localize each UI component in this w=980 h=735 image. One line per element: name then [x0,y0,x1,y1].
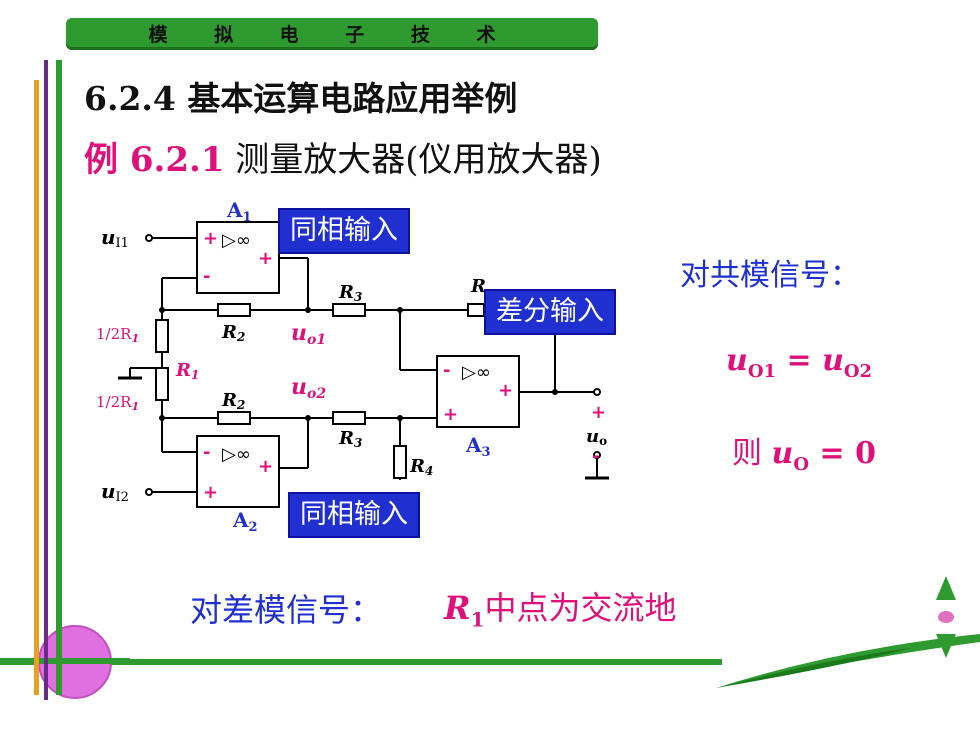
opamp-a3-out-plus: + [498,380,513,401]
circuit-diagram: + ▷∞ + - - ▷∞ + + - ▷∞ + + + - A1 A2 A3 … [96,198,609,535]
opamp-a1-minus: - [203,266,210,287]
resistor-r3-bottom [332,411,366,425]
left-purple-line [44,60,48,700]
opamp-a3-symbol: ▷∞ [462,362,491,383]
output-plus-sign: + [591,402,606,423]
callout-top-input: 同相输入 [278,208,410,254]
common-mode-eq2: 则 uO = 0 [732,436,876,475]
label-r1-half-bottom: 1/2R1 [96,393,139,413]
opamp-a3-minus: - [443,360,450,381]
bottom-left-decoration [0,600,130,699]
label-a3: A3 [465,433,491,460]
diff-mode-text: R1中点为交流地 [444,589,677,632]
callout-bottom-input: 同相输入 [288,492,420,538]
resistor-r1-half-bottom [155,367,169,401]
common-mode-eq1: uO1 = uO2 [726,343,873,382]
example-title: 例 6.2.1 测量放大器(仪用放大器) [84,132,602,181]
callout-diff-input: 差分输入 [484,289,616,335]
example-label: 例 6.2.1 [84,140,225,180]
label-a1: A1 [226,198,252,225]
resistor-r4 [393,445,407,479]
resistor-r2-bottom [217,411,251,425]
label-ui2: uI2 [101,479,129,505]
bottom-divider [0,659,722,665]
input-ui1-terminal [145,234,153,242]
label-uo2: uo2 [291,374,326,402]
input-ui2-terminal [145,488,153,496]
diff-mode-heading: 对差模信号： [190,591,383,629]
resistor-r1-half-top [155,319,169,353]
resistor-r4-top [467,303,485,317]
label-r4-top-partial: R [470,276,486,297]
label-r3-bottom: R3 [338,428,362,450]
nav-arrows [936,576,956,658]
page-title: 6.2.4 基本运算电路应用举例 [84,79,518,118]
label-r2-top: R2 [221,322,245,344]
label-a2: A2 [232,508,258,535]
opamp-a2-symbol: ▷∞ [222,444,251,465]
opamp-a2 [196,435,280,508]
output-ground-terminal [593,451,601,459]
header-bar [66,18,598,50]
output-uo-terminal [593,388,601,396]
left-green-line [56,60,62,680]
opamp-a1-out-plus: + [258,248,273,269]
label-r1-half-top: 1/2R1 [96,325,139,345]
opamp-a2-out-plus: + [258,456,273,477]
opamp-a3-plus: + [443,404,458,425]
label-r3-top: R3 [338,282,362,304]
label-uo1: uo1 [291,320,326,348]
opamp-a1-symbol: ▷∞ [222,230,251,251]
label-r4: R4 [409,456,433,478]
nav-down-icon[interactable] [936,634,956,658]
label-r2-bottom: R2 [221,390,245,412]
opamp-a1-plus: + [203,228,218,249]
opamp-a2-minus: - [203,442,210,463]
label-ui1: uI1 [101,225,129,251]
bottom-right-swoosh [716,634,980,688]
left-orange-line [34,80,39,640]
opamp-a2-plus: + [203,482,218,503]
common-mode-heading: 对共模信号： [680,258,860,293]
resistor-r3-top [332,303,366,317]
nav-up-icon[interactable] [936,576,956,600]
nav-home-icon[interactable] [938,611,954,623]
label-r1: R1 [175,360,199,382]
header-text: 模 拟 电 子 技 术 [148,24,516,46]
label-uo: uo [586,426,607,448]
resistor-r2-top [217,303,251,317]
example-text: 测量放大器(仪用放大器) [235,140,602,180]
output-minus-sign: - [592,446,599,467]
